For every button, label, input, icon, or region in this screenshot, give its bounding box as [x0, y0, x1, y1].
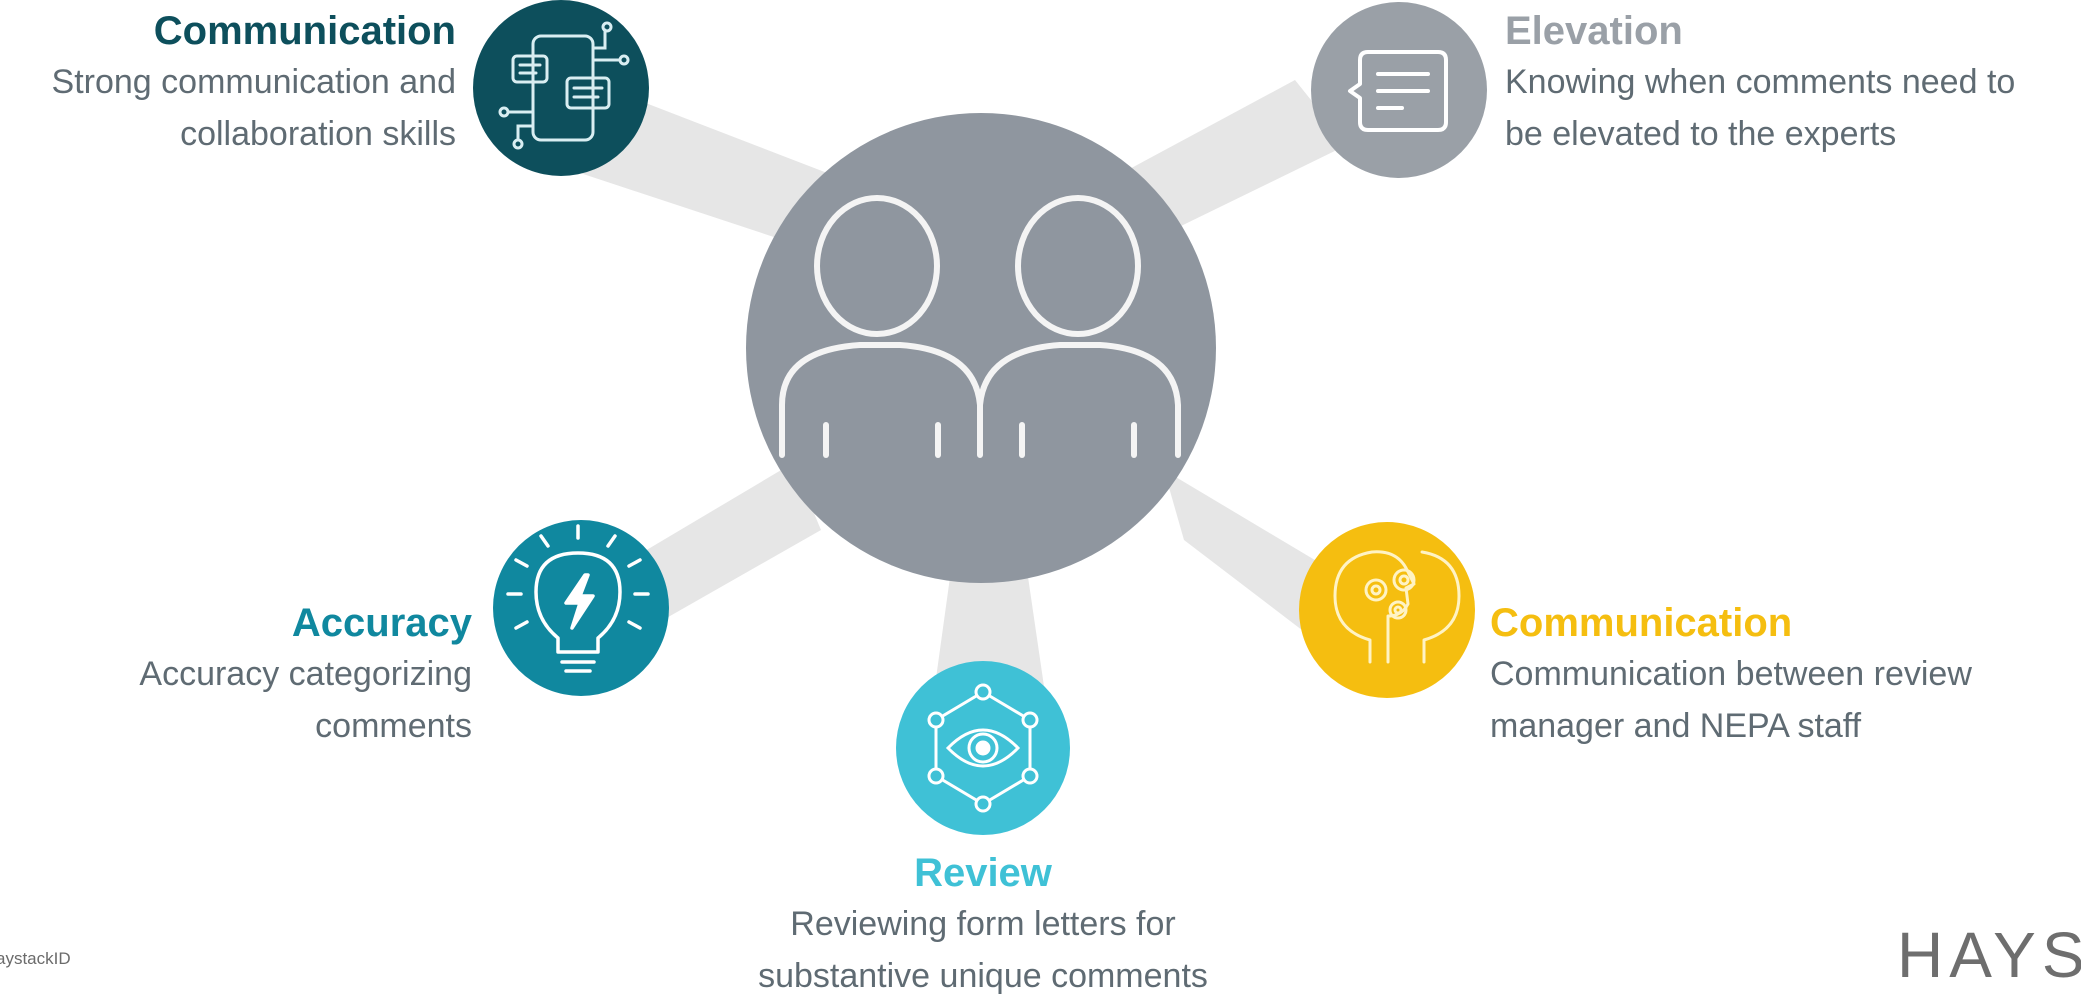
beam-bottom-left: [618, 463, 821, 624]
node-desc-line-2-bottom-center: substantive unique comments: [758, 957, 1208, 995]
node-desc-line-2-top-right: be elevated to the experts: [1505, 115, 1897, 153]
chat-devices-icon: [498, 21, 630, 150]
heads-gears-icon: [1333, 550, 1461, 664]
node-text-top-left: Communication Strong communication and c…: [0, 6, 456, 160]
node-text-bottom-right: Communication Communication between revi…: [1490, 598, 2070, 752]
node-desc-line-2-bottom-right: manager and NEPA staff: [1490, 707, 1862, 745]
node-desc-line-1-bottom-right: Communication between review: [1490, 655, 1972, 693]
footer-left-text: aystackID: [0, 949, 71, 968]
node-text-top-right: Elevation Knowing when comments need to …: [1505, 6, 2075, 160]
node-text-bottom-center: Review Reviewing form letters for substa…: [683, 848, 1283, 1002]
eye-network-icon: [927, 683, 1039, 813]
node-desc-line-1-bottom-left: Accuracy categorizing: [139, 655, 472, 693]
node-desc-line-2-bottom-left: comments: [315, 707, 472, 745]
node-title-top-right: Elevation: [1505, 9, 1683, 53]
node-text-bottom-left: Accuracy Accuracy categorizing comments: [12, 598, 472, 752]
node-title-bottom-right: Communication: [1490, 601, 1793, 645]
node-desc-line-1-bottom-center: Reviewing form letters for: [790, 905, 1176, 943]
node-circle-bottom-right: [1299, 522, 1475, 698]
speech-bubble-icon: [1348, 50, 1448, 132]
node-title-bottom-center: Review: [914, 851, 1052, 895]
footer-logo-text: HAYST: [1897, 919, 2081, 991]
node-desc-line-1-top-left: Strong communication and: [51, 63, 456, 101]
node-desc-line-1-top-right: Knowing when comments need to: [1505, 63, 2016, 101]
two-people-icon: [779, 195, 1181, 458]
beam-bottom-right: [1164, 470, 1340, 640]
node-title-bottom-left: Accuracy: [291, 601, 472, 645]
node-desc-line-2-top-left: collaboration skills: [180, 115, 456, 153]
lightbulb-icon: [506, 524, 650, 673]
hub-circle: [746, 113, 1216, 583]
node-circle-top-left: [473, 0, 649, 176]
node-title-top-left: Communication: [153, 9, 456, 53]
